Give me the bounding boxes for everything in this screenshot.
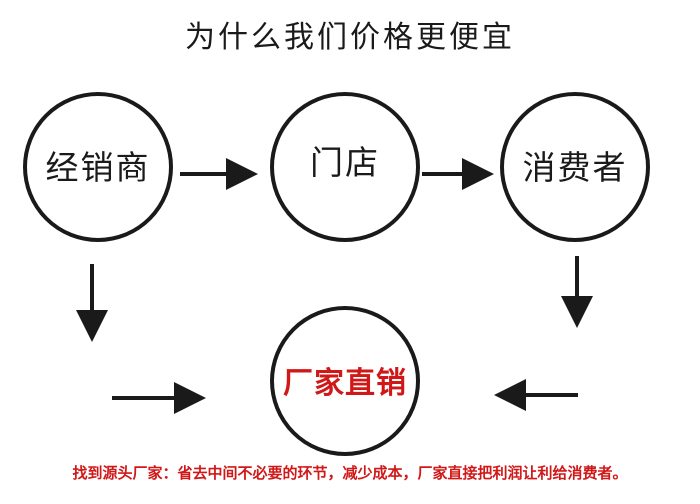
- diagram-title: 为什么我们价格更便宜: [185, 20, 515, 55]
- node-circle-store: [270, 92, 420, 242]
- node-circle-consumer: [500, 92, 650, 242]
- node-label-factory: 厂家直销: [283, 366, 407, 401]
- node-circle-factory: [270, 306, 420, 456]
- node-label-store: 门店: [310, 143, 380, 182]
- footer-note: 找到源头厂家：省去中间不必要的环节，减少成本，厂家直接把利润让利给消费者。: [72, 464, 628, 482]
- node-circle-distributor: [23, 92, 173, 242]
- node-label-consumer: 消费者: [522, 148, 628, 187]
- node-label-distributor: 经销商: [45, 148, 151, 187]
